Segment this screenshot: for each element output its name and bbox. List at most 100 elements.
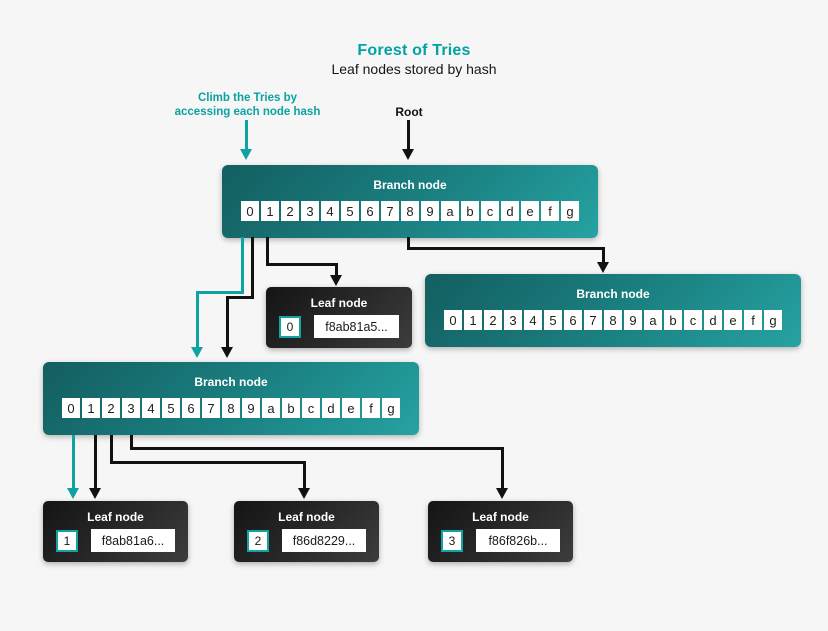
leaf-node-2: Leaf node 2 f86d8229...: [234, 501, 379, 562]
connector-line: [226, 296, 254, 299]
connector-line: [110, 461, 306, 464]
connector-line: [602, 247, 605, 263]
branch-cell-b: b: [461, 201, 479, 221]
connector-line: [407, 247, 605, 250]
connector-line: [196, 291, 199, 348]
branch-cell-7: 7: [202, 398, 220, 418]
branch-cell-2: 2: [281, 201, 299, 221]
branch-node-label: Branch node: [373, 178, 447, 192]
connector-line: [335, 263, 338, 277]
connector-line: [251, 237, 254, 299]
arrow-head-icon: [67, 488, 79, 499]
branch-cell-f: f: [362, 398, 380, 418]
branch-cell-2: 2: [102, 398, 120, 418]
climb-arrow-head-icon: [240, 149, 252, 160]
climb-annotation-line2: accessing each node hash: [174, 106, 321, 118]
branch-cell-9: 9: [421, 201, 439, 221]
branch-cell-1: 1: [464, 310, 482, 330]
branch-cell-f: f: [541, 201, 559, 221]
branch-cell-b: b: [664, 310, 682, 330]
leaf-node-1: Leaf node 1 f8ab81a6...: [43, 501, 188, 562]
branch-cell-0: 0: [444, 310, 462, 330]
branch-cell-8: 8: [604, 310, 622, 330]
leaf-hash-value: f86d8229...: [282, 529, 366, 552]
climb-annotation: Climb the Tries by accessing each node h…: [140, 91, 355, 119]
root-arrow-head-icon: [402, 149, 414, 160]
branch-cell-7: 7: [584, 310, 602, 330]
branch-cell-8: 8: [401, 201, 419, 221]
arrow-head-icon: [191, 347, 203, 358]
leaf-node-row: 0 f8ab81a5...: [266, 315, 412, 338]
branch-cell-9: 9: [242, 398, 260, 418]
climb-annotation-line1: Climb the Tries by: [197, 92, 298, 104]
leaf-node-row: 2 f86d8229...: [234, 529, 379, 552]
branch-cell-4: 4: [321, 201, 339, 221]
branch-cell-a: a: [644, 310, 662, 330]
arrow-head-icon: [330, 275, 342, 286]
arrow-head-icon: [496, 488, 508, 499]
branch-cell-2: 2: [484, 310, 502, 330]
branch-cell-0: 0: [241, 201, 259, 221]
leaf-node-row: 3 f86f826b...: [428, 529, 573, 552]
climb-arrow-line: [245, 120, 248, 150]
connector-line: [241, 237, 244, 294]
connector-line: [407, 237, 410, 250]
branch-cell-f: f: [744, 310, 762, 330]
branch-cell-e: e: [342, 398, 360, 418]
branch-node-label: Branch node: [576, 287, 650, 301]
root-arrow-line: [407, 120, 410, 150]
leaf-index-cell: 1: [56, 529, 78, 552]
branch-cell-e: e: [724, 310, 742, 330]
branch-cell-b: b: [282, 398, 300, 418]
branch-cell-d: d: [322, 398, 340, 418]
branch-cell-5: 5: [162, 398, 180, 418]
branch-cell-4: 4: [524, 310, 542, 330]
leaf-node-row: 1 f8ab81a6...: [43, 529, 188, 552]
leaf-hash-value: f8ab81a5...: [314, 315, 399, 338]
leaf-node-0: Leaf node 0 f8ab81a5...: [266, 287, 412, 348]
branch-cell-c: c: [302, 398, 320, 418]
connector-line: [266, 237, 269, 266]
leaf-index-cell: 3: [441, 529, 463, 552]
arrow-head-icon: [597, 262, 609, 273]
leaf-index-cell: 0: [279, 315, 301, 338]
leaf-node-label: Leaf node: [472, 510, 529, 524]
branch-cell-4: 4: [142, 398, 160, 418]
connector-line: [94, 435, 97, 489]
branch-cell-6: 6: [361, 201, 379, 221]
leaf-node-3: Leaf node 3 f86f826b...: [428, 501, 573, 562]
leaf-index-cell: 2: [247, 529, 269, 552]
branch-cell-d: d: [704, 310, 722, 330]
arrow-head-icon: [89, 488, 101, 499]
page-title: Forest of Tries: [357, 42, 471, 59]
arrow-head-icon: [298, 488, 310, 499]
leaf-node-label: Leaf node: [278, 510, 335, 524]
branch-cell-8: 8: [222, 398, 240, 418]
connector-line: [303, 461, 306, 489]
connector-line: [130, 447, 504, 450]
branch-cell-9: 9: [624, 310, 642, 330]
branch-cell-g: g: [382, 398, 400, 418]
branch-cell-g: g: [764, 310, 782, 330]
branch-cell-d: d: [501, 201, 519, 221]
branch-cell-3: 3: [122, 398, 140, 418]
leaf-node-label: Leaf node: [87, 510, 144, 524]
branch-cell-c: c: [481, 201, 499, 221]
connector-line: [72, 435, 75, 489]
connector-line: [226, 296, 229, 348]
branch-cell-6: 6: [564, 310, 582, 330]
page-subtitle: Leaf nodes stored by hash: [331, 61, 497, 77]
connector-line: [196, 291, 244, 294]
branch-cell-c: c: [684, 310, 702, 330]
branch-cell-7: 7: [381, 201, 399, 221]
leaf-hash-value: f86f826b...: [476, 529, 560, 552]
connector-line: [130, 435, 133, 450]
connector-line: [266, 263, 338, 266]
branch-cell-e: e: [521, 201, 539, 221]
